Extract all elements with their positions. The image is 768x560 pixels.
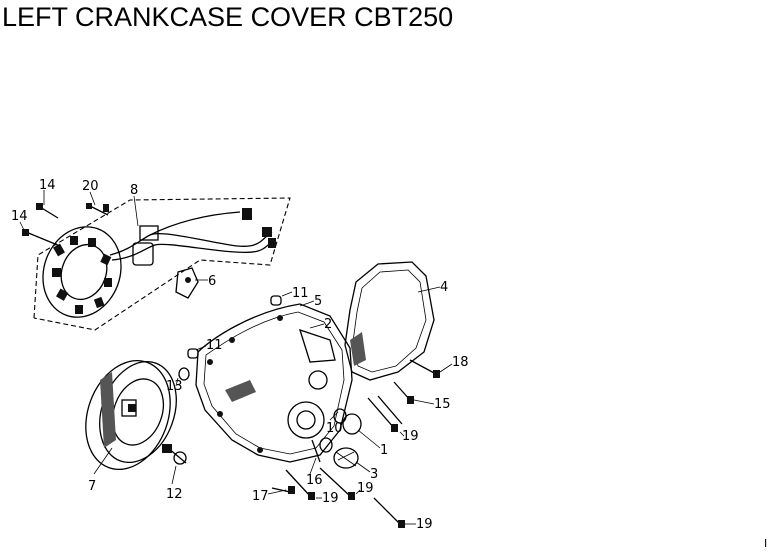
callout-1: 1 (380, 443, 388, 458)
seal-ring (319, 437, 333, 453)
callout-17: 17 (252, 489, 269, 504)
stator-group (22, 197, 291, 331)
callout-12: 12 (166, 487, 183, 502)
drain-plug (333, 447, 359, 469)
callout-4: 4 (440, 280, 448, 295)
flywheel-bolt (162, 444, 187, 465)
callout-18: 18 (452, 355, 469, 370)
callout-19b: 19 (322, 491, 339, 506)
crankcase-cover (195, 303, 353, 463)
callout-13: 13 (166, 379, 183, 394)
callout-5: 5 (314, 294, 322, 309)
clamp-part (175, 267, 199, 299)
callout-10: 10 (326, 421, 343, 436)
gasket-ring (178, 367, 190, 381)
callout-16: 16 (306, 473, 323, 488)
callout-6: 6 (208, 274, 216, 289)
callout-7: 7 (88, 479, 96, 494)
callout-14b: 14 (11, 209, 28, 224)
callout-19c: 19 (357, 481, 374, 496)
outer-cover-plate (344, 261, 435, 381)
leader-lines (19, 190, 453, 525)
cover-bolts (271, 359, 440, 528)
callout-19a: 19 (402, 429, 419, 444)
dowel-pin-lower (187, 348, 199, 359)
callout-19d: 19 (416, 517, 433, 532)
callout-11b: 11 (206, 338, 223, 353)
callout-11a: 11 (292, 286, 309, 301)
filler-cap (342, 413, 362, 435)
callout-14a: 14 (39, 178, 56, 193)
callout-15: 15 (434, 397, 451, 412)
flywheel (85, 359, 177, 471)
diagram-title: LEFT CRANKCASE COVER CBT250 (2, 2, 454, 32)
dowel-pin (270, 295, 282, 306)
callout-20: 20 (82, 179, 99, 194)
callout-labels: 14 20 8 14 6 11 5 2 4 11 18 13 15 10 19 … (11, 178, 469, 532)
callout-2: 2 (324, 317, 332, 332)
callout-8: 8 (130, 183, 138, 198)
edge-mark: I (764, 537, 768, 550)
callout-3: 3 (370, 467, 378, 482)
